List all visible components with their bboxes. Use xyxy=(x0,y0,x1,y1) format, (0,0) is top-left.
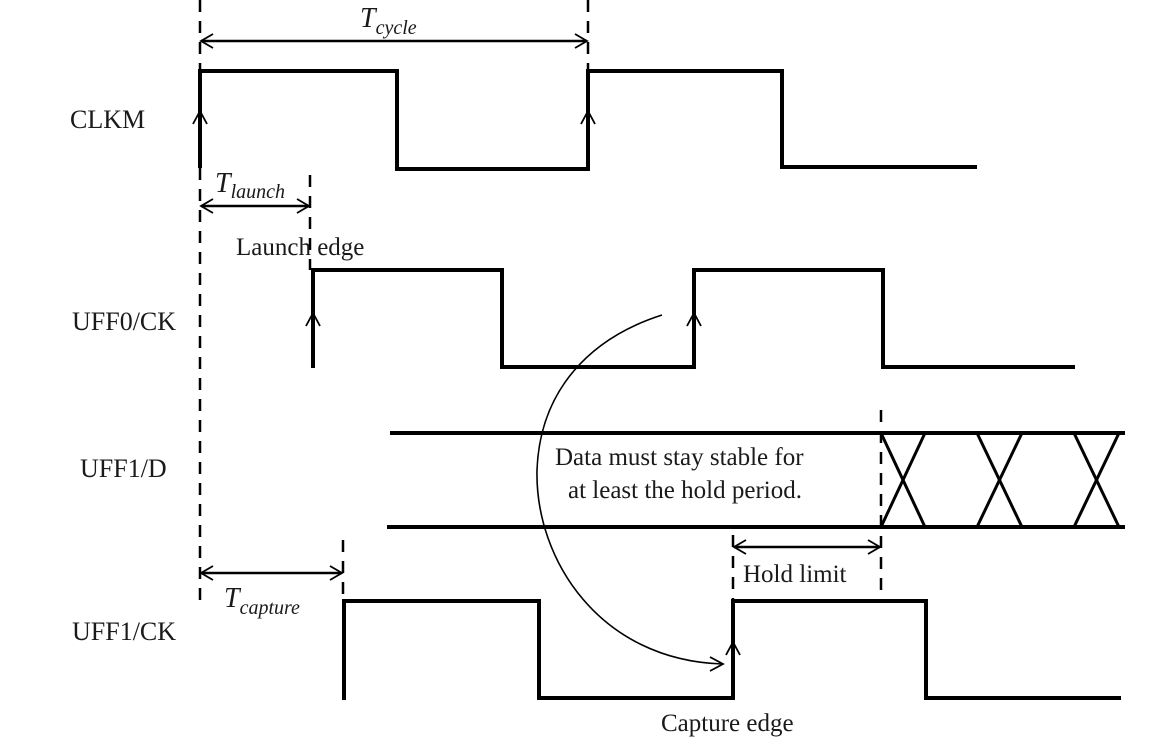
rising-edge-arrow-icon xyxy=(580,109,596,125)
t-capture-label: Tcapture xyxy=(224,583,300,619)
arrow-left-icon xyxy=(199,33,214,49)
signal-label-uff0-ck: UFF0/CK xyxy=(72,307,176,336)
t-cycle-dimension: Tcycle xyxy=(199,3,589,49)
signal-label-uff1-d: UFF1/D xyxy=(80,454,167,483)
signal-label-clkm: CLKM xyxy=(70,105,145,134)
launch-to-capture-curve xyxy=(536,314,723,665)
hold-limit-dimension xyxy=(732,539,882,555)
data-transition-crosses xyxy=(879,432,1121,528)
capture-edge-label: Capture edge xyxy=(661,710,794,737)
t-launch-dimension: Tlaunch xyxy=(199,168,311,214)
waveform-clkm xyxy=(198,69,977,171)
data-transition xyxy=(1072,432,1121,528)
data-stable-note-line2: at least the hold period. xyxy=(568,477,802,504)
arrow-left-icon xyxy=(199,565,214,581)
arrow-right-icon xyxy=(574,33,589,49)
data-stable-note-line1: Data must stay stable for xyxy=(555,444,804,471)
data-transition xyxy=(975,432,1024,528)
t-capture-dimension: Tcapture xyxy=(199,565,344,619)
arrow-right-icon xyxy=(296,198,311,214)
waveform-uff0-ck xyxy=(311,268,1075,369)
t-cycle-label: Tcycle xyxy=(360,3,417,39)
t-launch-label: Tlaunch xyxy=(215,168,285,203)
rising-edge-arrow-icon xyxy=(725,640,741,656)
hold-limit-label: Hold limit xyxy=(743,561,847,588)
rising-edge-arrow-icon xyxy=(305,311,321,327)
arrow-right-icon xyxy=(329,565,344,581)
arrow-left-icon xyxy=(732,539,747,555)
data-transition xyxy=(879,432,927,528)
arrow-right-icon xyxy=(709,656,725,672)
signal-label-uff1-ck: UFF1/CK xyxy=(72,617,176,646)
waveform-uff1-ck xyxy=(342,599,1121,700)
waveform-uff1-d xyxy=(387,431,1125,529)
rising-edge-arrow-icon xyxy=(686,311,702,327)
rising-edge-arrow-icon xyxy=(192,109,208,125)
arrow-right-icon xyxy=(867,539,882,555)
arrow-left-icon xyxy=(199,198,214,214)
launch-edge-label: Launch edge xyxy=(236,234,364,261)
